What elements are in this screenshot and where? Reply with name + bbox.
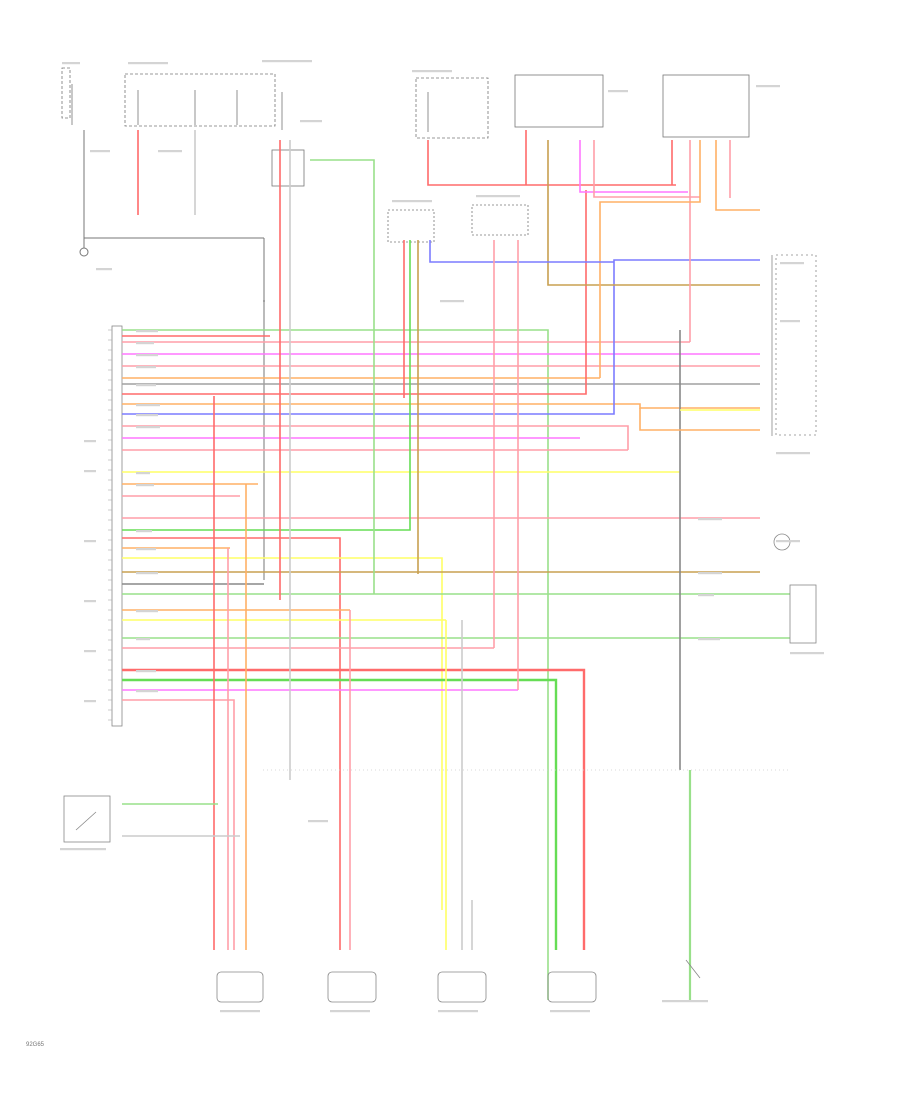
illegible-label bbox=[90, 150, 110, 153]
wire-green bbox=[122, 240, 411, 531]
power-distribution bbox=[61, 67, 750, 243]
wire-blue bbox=[429, 240, 614, 263]
illegible-label bbox=[62, 62, 80, 65]
illegible-label bbox=[440, 300, 464, 303]
switch-icon bbox=[63, 795, 111, 843]
illegible-label bbox=[136, 414, 158, 417]
illegible-label bbox=[84, 440, 96, 443]
connector-icon bbox=[271, 149, 305, 187]
illegible-label bbox=[330, 1010, 370, 1013]
illegible-label bbox=[84, 650, 96, 653]
figure-id: 92G65 bbox=[26, 1042, 45, 1048]
illegible-label bbox=[136, 572, 158, 575]
illegible-label bbox=[128, 62, 168, 65]
illegible-label bbox=[136, 530, 152, 533]
illegible-label bbox=[438, 1010, 478, 1013]
wheel-sensors bbox=[216, 959, 701, 1003]
wire-orange bbox=[715, 140, 760, 211]
vertical-wires bbox=[122, 130, 760, 1000]
illegible-label bbox=[84, 700, 96, 703]
illegible-label bbox=[392, 200, 432, 203]
fuse-box-outline-ign bbox=[415, 77, 489, 139]
wire-red bbox=[427, 140, 676, 186]
illegible-label bbox=[136, 366, 156, 369]
wire-orange bbox=[639, 408, 760, 431]
illegible-label bbox=[776, 540, 800, 543]
connector-icon bbox=[775, 254, 817, 436]
connector-icon bbox=[789, 584, 817, 644]
illegible-label bbox=[136, 638, 150, 641]
illegible-label bbox=[262, 60, 312, 63]
wire-light-green bbox=[310, 159, 375, 594]
wire-pink bbox=[593, 140, 700, 198]
illegible-label bbox=[412, 70, 452, 73]
illegible-label bbox=[662, 1000, 708, 1003]
right-connectors bbox=[260, 254, 817, 771]
illegible-label bbox=[136, 426, 160, 429]
wire-pink bbox=[122, 699, 235, 950]
illegible-label bbox=[84, 600, 96, 603]
illegible-label bbox=[136, 548, 156, 551]
illegible-label bbox=[698, 638, 720, 641]
fuse-box-outline-mid bbox=[124, 73, 276, 127]
illegible-label bbox=[698, 518, 722, 521]
relay-icon bbox=[662, 74, 750, 138]
wire-red bbox=[122, 190, 587, 395]
wire-green bbox=[122, 678, 558, 950]
illegible-label bbox=[780, 320, 800, 323]
connector-icon bbox=[471, 204, 529, 236]
illegible-label bbox=[136, 484, 154, 487]
illegible-label bbox=[550, 1010, 590, 1013]
ground-bus bbox=[79, 130, 265, 580]
wire-blue bbox=[122, 259, 760, 415]
wire-orange bbox=[122, 403, 760, 409]
illegible-label bbox=[136, 354, 158, 357]
illegible-label bbox=[136, 610, 158, 613]
ground-icon bbox=[79, 247, 89, 257]
illegible-label bbox=[136, 330, 158, 333]
wire-red bbox=[122, 668, 586, 950]
illegible-label bbox=[96, 268, 112, 271]
sensor-icon bbox=[547, 971, 597, 1003]
wire-orange bbox=[599, 140, 701, 378]
connector-icon bbox=[387, 209, 435, 243]
illegible-label bbox=[136, 472, 150, 475]
illegible-label bbox=[136, 670, 156, 673]
illegible-label bbox=[158, 150, 182, 153]
illegible-label bbox=[220, 1010, 260, 1013]
illegible-label bbox=[776, 452, 810, 455]
illegible-label bbox=[308, 820, 328, 823]
abs-control-module bbox=[108, 325, 123, 727]
illegible-label bbox=[780, 262, 804, 265]
sensor-icon bbox=[437, 971, 487, 1003]
illegible-label bbox=[136, 404, 160, 407]
illegible-label bbox=[136, 342, 154, 345]
wire-light-green bbox=[122, 329, 549, 1000]
label-glyphs bbox=[60, 60, 824, 1013]
illegible-label bbox=[476, 195, 520, 198]
illegible-label bbox=[608, 90, 628, 93]
illegible-label bbox=[756, 85, 780, 88]
relay-icon bbox=[514, 74, 604, 128]
illegible-label bbox=[300, 120, 322, 123]
switch-box bbox=[63, 795, 111, 843]
illegible-label bbox=[60, 848, 106, 851]
sensor-icon bbox=[216, 971, 264, 1003]
illegible-label bbox=[136, 690, 158, 693]
illegible-label bbox=[790, 652, 824, 655]
wire-violet bbox=[579, 140, 688, 193]
wire-red bbox=[122, 537, 341, 950]
illegible-label bbox=[698, 572, 722, 575]
illegible-label bbox=[698, 594, 714, 597]
fuse-box-outline-left bbox=[61, 67, 71, 119]
illegible-label bbox=[84, 540, 96, 543]
switch-icon bbox=[685, 959, 701, 979]
sensor-icon bbox=[327, 971, 377, 1003]
illegible-label bbox=[136, 384, 156, 387]
illegible-label bbox=[84, 470, 96, 473]
